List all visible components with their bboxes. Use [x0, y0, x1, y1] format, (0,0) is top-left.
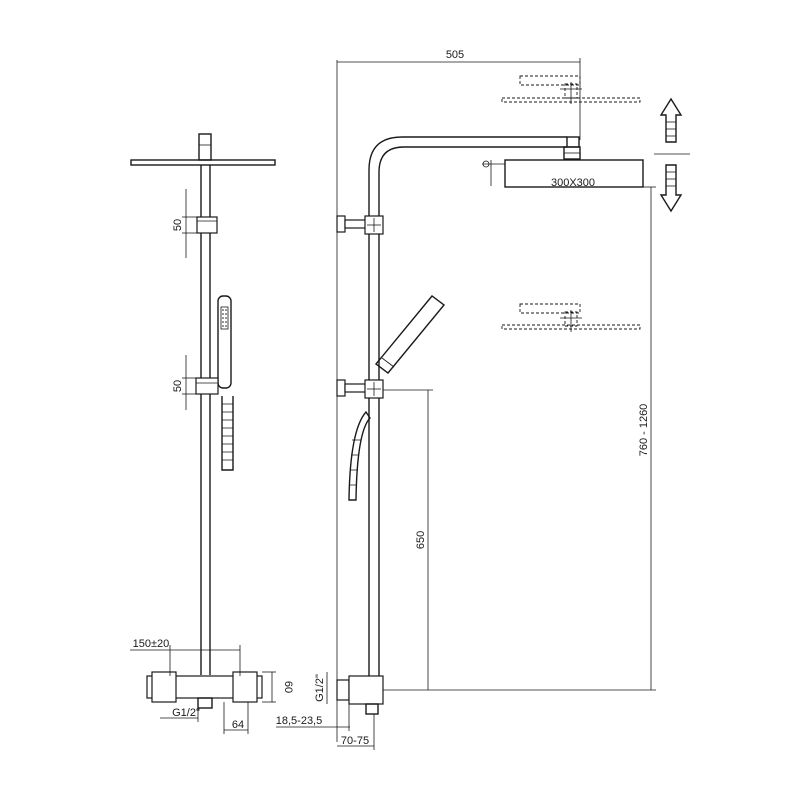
front-hand-shower-face	[220, 306, 229, 330]
wall-offset-dimension: 18,5-23,5	[276, 715, 322, 727]
side-mixer-body	[348, 675, 384, 705]
lower-bracket-dimension: 50	[172, 380, 184, 392]
side-view: 505 300X300	[276, 49, 690, 750]
front-view: 50 50 150±20	[130, 133, 294, 734]
side-upper-wall-plate	[336, 215, 346, 233]
head-position-lower	[501, 303, 641, 332]
side-arm-end	[566, 136, 580, 148]
handset-height-dimension: 650	[415, 531, 427, 549]
head-position-upper	[501, 75, 641, 104]
front-spray-nozzles	[222, 309, 227, 327]
side-hose	[348, 410, 371, 501]
side-riser-inner	[378, 146, 567, 690]
side-shower-head	[504, 159, 644, 188]
arrow-up-icon	[659, 97, 683, 143]
side-mixer-outlet	[365, 703, 379, 715]
side-riser-outer	[368, 136, 567, 690]
front-upper-bracket	[196, 216, 218, 234]
side-inlet-thread: G1/2"	[314, 674, 326, 702]
inlet-spacing-dimension: 150±20	[133, 638, 170, 650]
front-mixer-handle-right	[232, 671, 258, 703]
front-head-connector	[198, 133, 212, 161]
arrow-down-icon	[659, 164, 683, 213]
front-inlet-thread: G1/2"	[172, 707, 200, 719]
side-mixer-wall-plate	[336, 679, 350, 701]
projection-dimension: 70-75	[341, 735, 369, 747]
side-slider-wall-plate	[336, 379, 346, 397]
front-hand-shower	[217, 295, 232, 389]
front-mixer-outlet	[197, 697, 213, 709]
side-hand-shower	[374, 295, 446, 374]
arm-length-dimension: 505	[446, 49, 464, 61]
mixer-height-dimension: 60	[282, 681, 294, 693]
upper-bracket-dimension: 50	[172, 219, 184, 231]
front-slider-bracket	[195, 377, 219, 395]
front-shower-head	[130, 159, 276, 166]
front-mixer-handle-left	[151, 671, 177, 703]
head-size-dimension: 300X300	[551, 177, 595, 189]
front-hose	[221, 396, 234, 471]
mixer-depth-dimension: 64	[232, 719, 244, 731]
height-range-dimension: 760 - 1260	[638, 404, 650, 457]
